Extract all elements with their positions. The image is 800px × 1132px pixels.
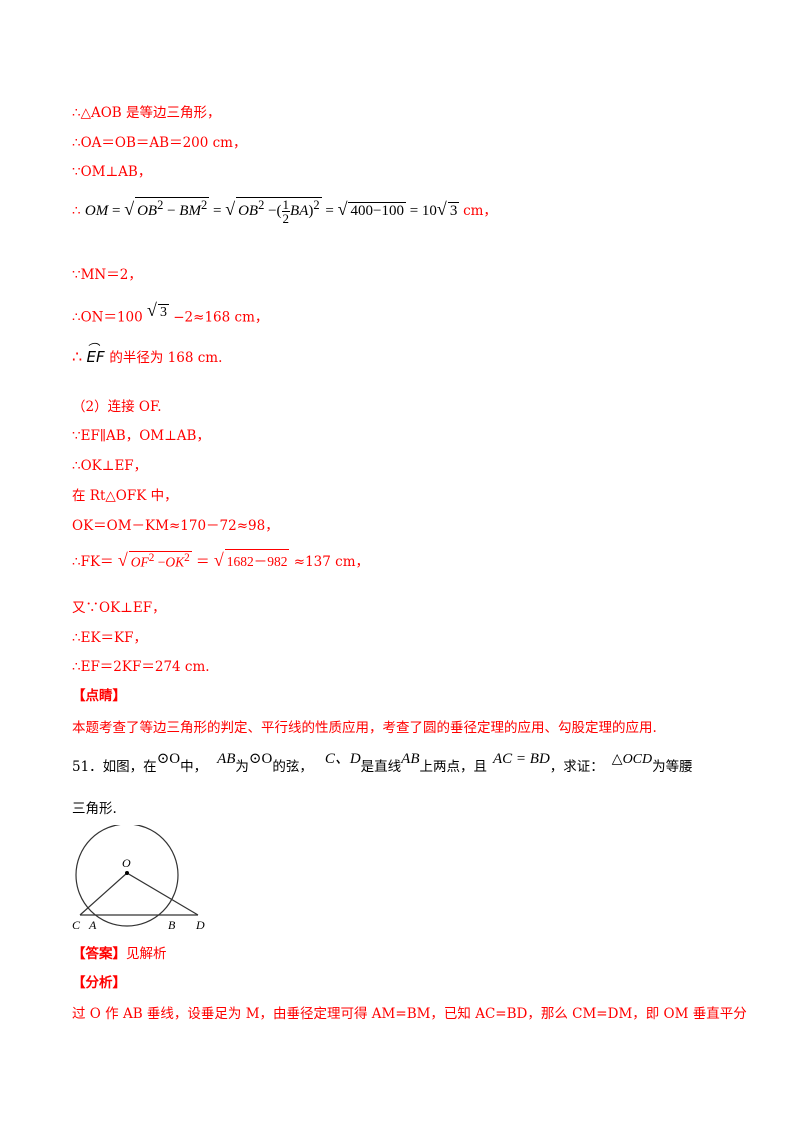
solution-line: ∴EF＝2KF＝274 cm. [72,659,210,675]
arc-ef: ⌒EF [86,342,105,366]
svg-text:B: B [168,918,176,932]
solution-line: ∵OM⊥AB， [72,164,152,180]
answer-line: 【答案】见解析 [72,946,167,962]
formula-fk: ∴FK＝ √OF2 −OK2 ＝ √1682－982 ≈137 cm， [72,549,370,570]
solution-line: ∴OA＝OB＝AB＝200 cm， [72,135,247,151]
circle-diagram: O C A B D [72,825,205,932]
arc-radius-line: ∴ ⌒EF 的半径为 168 cm. [72,342,223,366]
solution-line: ∵EF∥AB，OM⊥AB， [72,428,210,444]
analysis-text: 过 O 作 AB 垂线，设垂足为 M，由垂径定理可得 AM=BM，已知 AC=B… [72,1006,747,1022]
svg-text:A: A [88,918,97,932]
solution-line: OK＝OM－KM≈170－72≈98， [72,518,279,534]
solution-line: ∴EK＝KF， [72,630,147,646]
svg-text:O: O [122,856,131,870]
review-heading: 【点睛】 [72,688,126,704]
solution-line: 在 Rt△OFK 中， [72,488,178,504]
review-text: 本题考查了等边三角形的判定、平行线的性质应用，考查了圆的垂径定理的应用、勾股定理… [72,720,657,736]
svg-text:C: C [72,918,81,932]
solution-line: （2）连接 OF. [72,399,162,415]
solution-line: 又∵OK⊥EF， [72,600,166,616]
analysis-heading: 【分析】 [72,975,126,991]
solution-line: ∴△AOB 是等边三角形， [72,105,221,121]
solution-line: ∴OK⊥EF， [72,458,148,474]
formula-on: ∴ON＝100 √3 −2≈168 cm， [72,300,269,326]
svg-text:D: D [195,918,205,932]
question-51-cont: 三角形. [72,801,117,817]
solution-line: ∵MN＝2， [72,267,142,283]
